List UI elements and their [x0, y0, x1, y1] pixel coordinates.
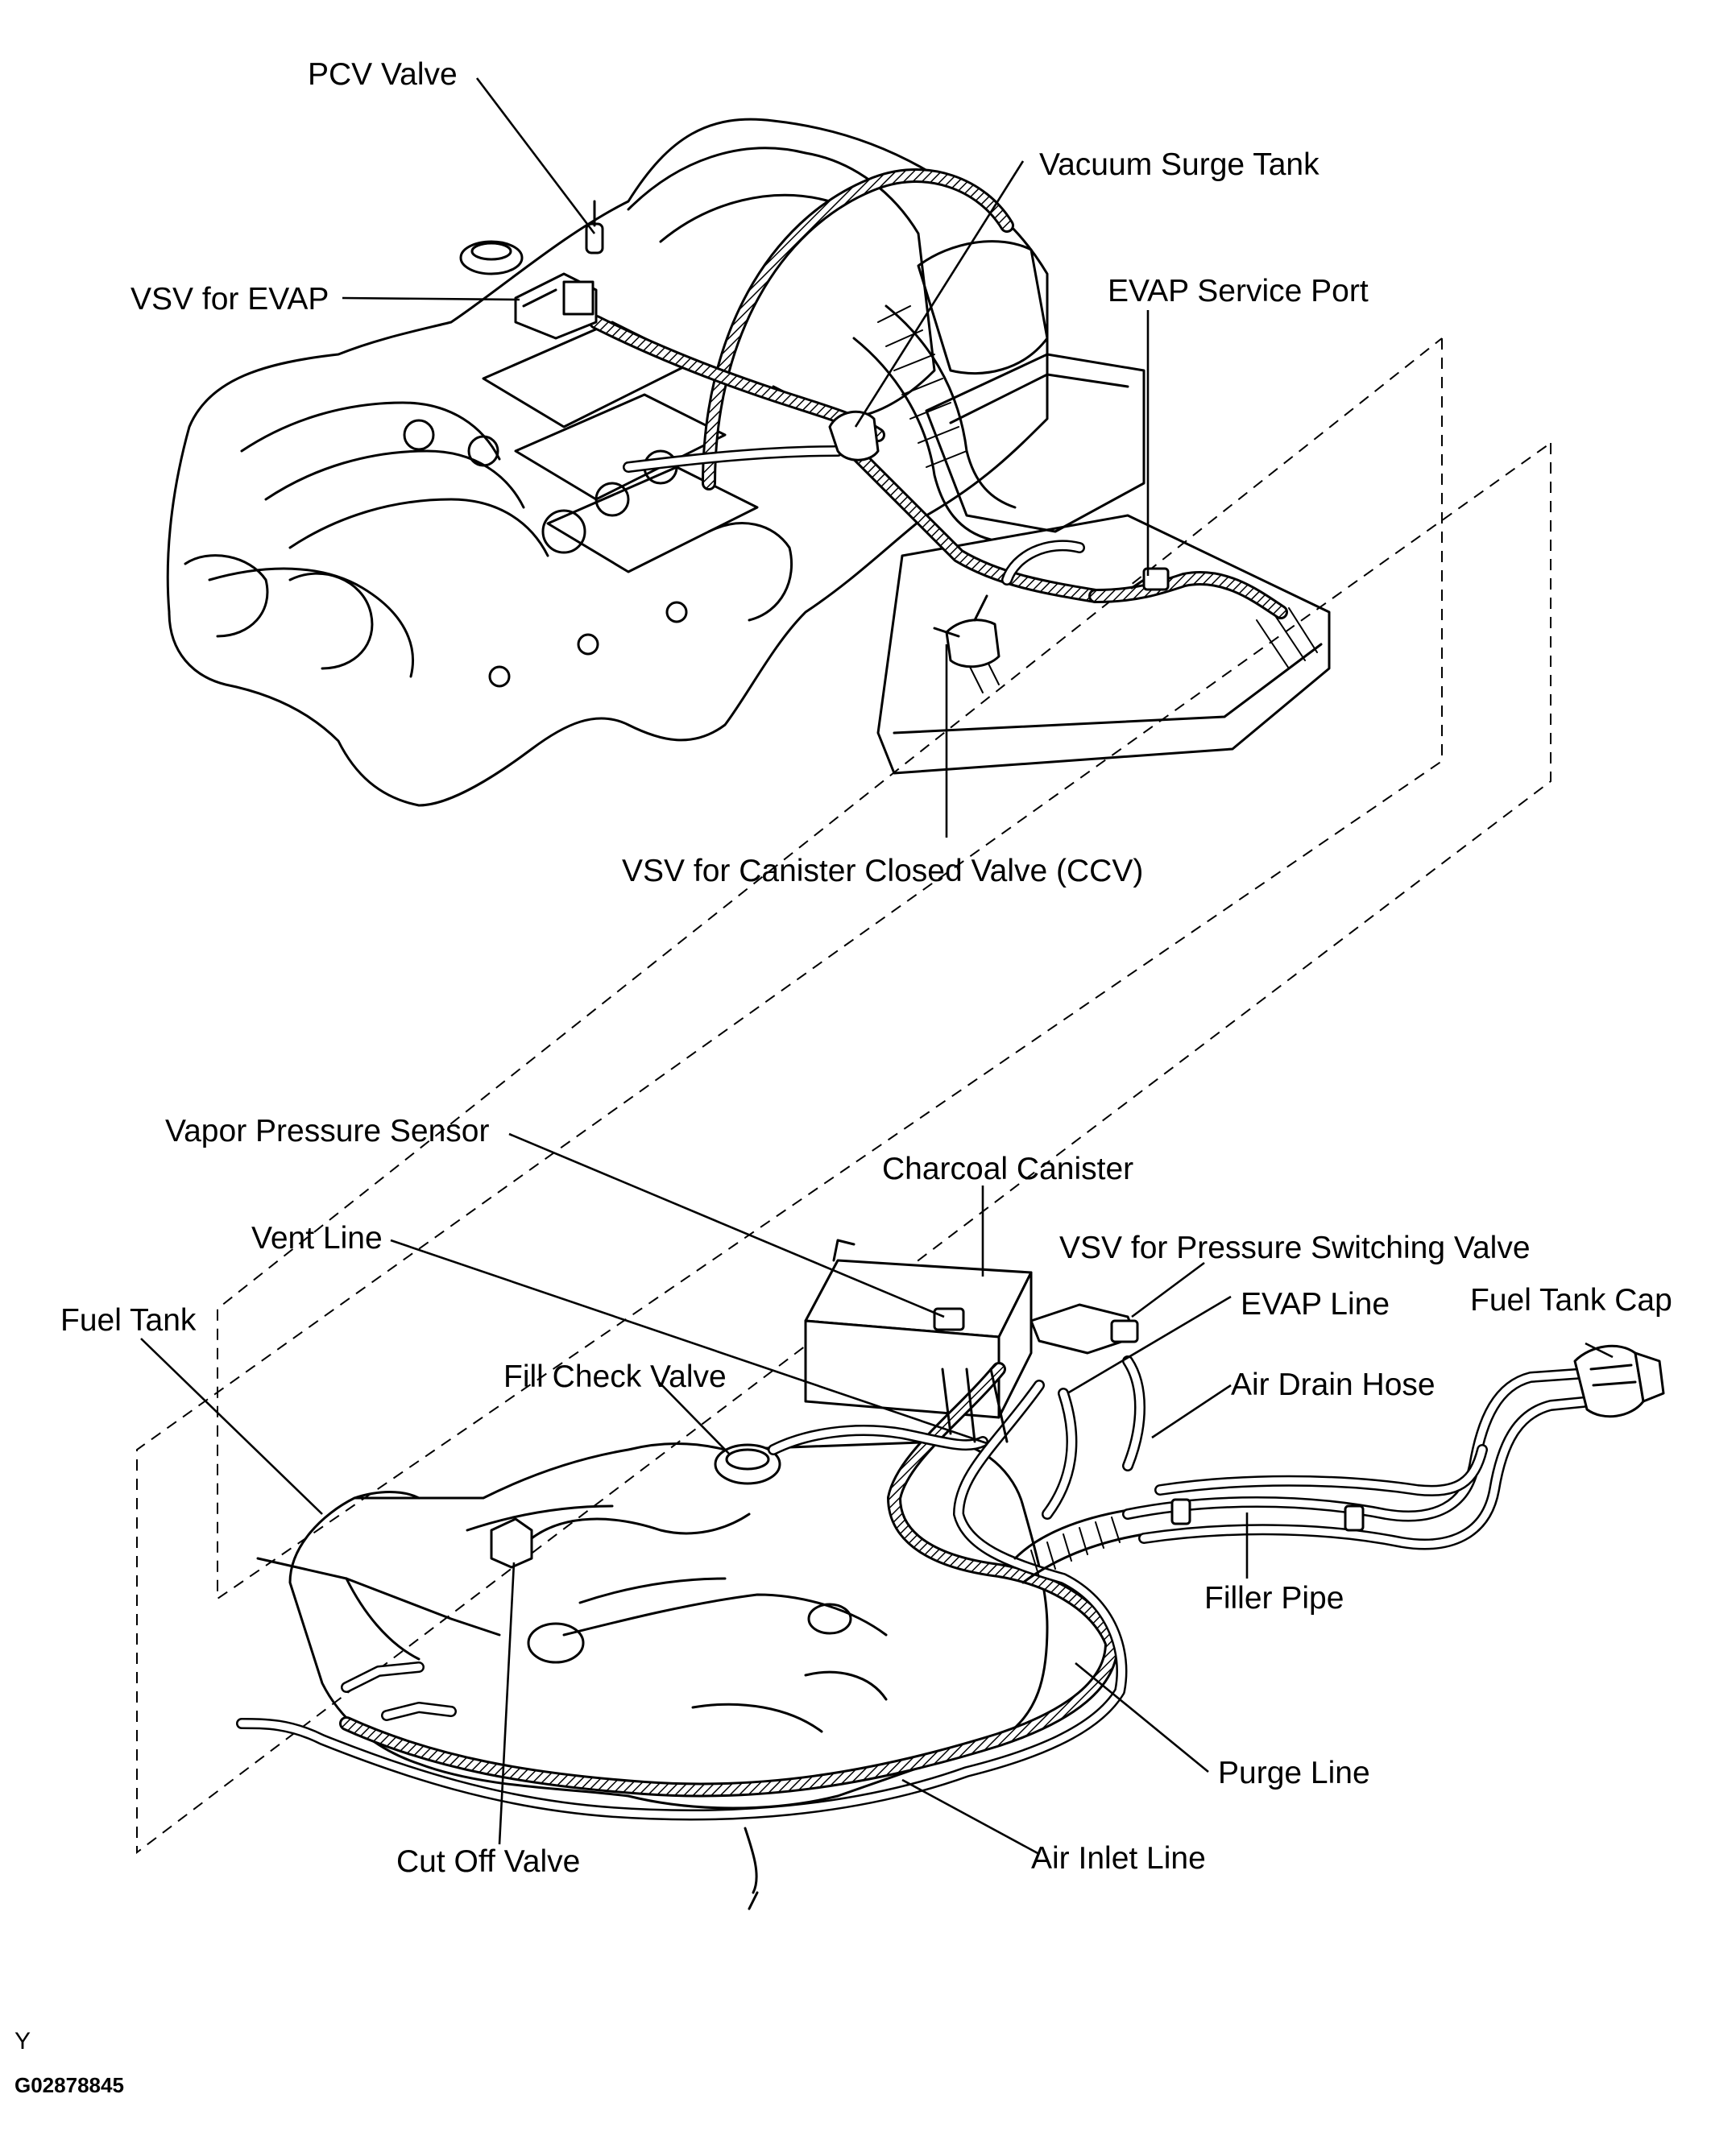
- fuel-tank-body: [256, 1440, 1049, 1910]
- label-vsv-pressure-switching: VSV for Pressure Switching Valve: [1059, 1231, 1531, 1265]
- label-air-drain-hose: Air Drain Hose: [1231, 1368, 1436, 1402]
- dashed-plane-outer: [217, 337, 1443, 1600]
- dashed-plane-inner: [136, 442, 1552, 1855]
- label-vsv-ccv: VSV for Canister Closed Valve (CCV): [622, 854, 1144, 888]
- label-purge-line: Purge Line: [1218, 1756, 1370, 1790]
- label-cut-off-valve: Cut Off Valve: [396, 1844, 581, 1879]
- label-pcv-valve: PCV Valve: [308, 57, 458, 92]
- footer-figure-number: G02878845: [14, 2073, 124, 2097]
- label-evap-line: EVAP Line: [1241, 1287, 1390, 1322]
- evap-service-port-component: [1130, 567, 1170, 591]
- label-vapor-pressure-sensor: Vapor Pressure Sensor: [165, 1114, 490, 1148]
- footer-code-letter: Y: [14, 2028, 31, 2055]
- label-fuel-tank-cap: Fuel Tank Cap: [1470, 1283, 1672, 1318]
- fill-check-valve-component: [714, 1443, 781, 1485]
- vacuum-surge-tank-component: [828, 410, 880, 461]
- vsv-ccv-component: [933, 594, 1000, 668]
- label-air-inlet-line: Air Inlet Line: [1031, 1841, 1206, 1876]
- vsv-evap-component: [514, 272, 598, 340]
- engine-assembly: [166, 118, 1331, 807]
- vsv-pressure-switching-component: [1030, 1303, 1139, 1355]
- label-vent-line: Vent Line: [251, 1221, 383, 1256]
- label-vacuum-surge-tank: Vacuum Surge Tank: [1039, 147, 1320, 182]
- label-fuel-tank: Fuel Tank: [60, 1303, 197, 1338]
- charcoal-canister-component: [804, 1239, 1033, 1419]
- fuel-tank-cap-component: [1573, 1344, 1665, 1418]
- label-fill-check-valve: Fill Check Valve: [503, 1359, 727, 1394]
- label-vsv-for-evap: VSV for EVAP: [130, 282, 329, 317]
- engine-vacuum-hoses: [589, 168, 1288, 619]
- filler-pipe-component: [1013, 1368, 1597, 1584]
- fuel-tank-lines: [236, 1355, 1146, 1821]
- leader-lines: [140, 77, 1614, 1856]
- label-evap-service-port: EVAP Service Port: [1108, 274, 1369, 308]
- cut-off-valve-component: [490, 1513, 751, 1569]
- label-charcoal-canister: Charcoal Canister: [882, 1152, 1134, 1186]
- pcv-valve-component: [585, 200, 604, 254]
- label-filler-pipe: Filler Pipe: [1204, 1581, 1344, 1616]
